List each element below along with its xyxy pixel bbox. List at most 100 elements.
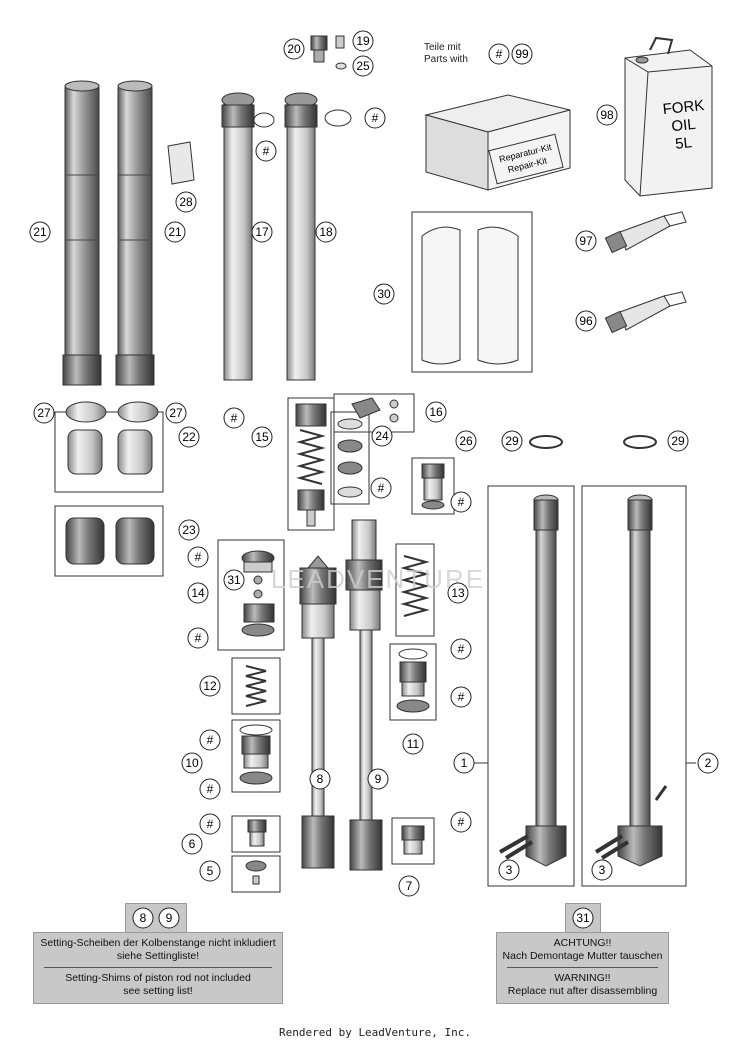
callout-hash-10b[interactable]: # <box>199 778 221 800</box>
svg-text:#: # <box>458 815 465 829</box>
svg-text:#: # <box>263 144 270 158</box>
callout-hash-10a[interactable]: # <box>199 729 221 751</box>
callout-hash-26[interactable]: # <box>450 491 472 513</box>
oil-can-text-1: FORK <box>662 97 705 118</box>
svg-text:16: 16 <box>429 405 443 419</box>
callout-27-left[interactable]: 27 <box>33 402 55 424</box>
callout-hash-14b[interactable]: # <box>187 627 209 649</box>
callout-11[interactable]: 11 <box>402 733 424 755</box>
svg-text:22: 22 <box>182 430 196 444</box>
svg-text:24: 24 <box>375 429 389 443</box>
callout-28[interactable]: 28 <box>175 191 197 213</box>
callout-hash-15[interactable]: # <box>223 407 245 429</box>
callout-21-right[interactable]: 21 <box>164 221 186 243</box>
callout-hash-14a[interactable]: # <box>187 546 209 568</box>
callout-7[interactable]: 7 <box>398 875 420 897</box>
outer-tube-left <box>62 80 102 386</box>
svg-text:2: 2 <box>705 756 712 770</box>
callout-22[interactable]: 22 <box>178 426 200 448</box>
svg-text:9: 9 <box>166 911 173 925</box>
fork-leg-right <box>594 494 668 867</box>
grease-tube-96 <box>604 291 687 334</box>
note-tag-right-icon: 31 <box>572 907 594 929</box>
callout-13[interactable]: 13 <box>447 582 469 604</box>
group-box-10 <box>231 719 281 793</box>
svg-text:9: 9 <box>375 772 382 786</box>
part-5 <box>245 860 267 885</box>
svg-text:#: # <box>378 481 385 495</box>
callout-15[interactable]: 15 <box>251 426 273 448</box>
note-right-en2: Replace nut after disassembling <box>507 985 658 997</box>
callout-3-right[interactable]: 3 <box>591 859 613 881</box>
callout-hash-17[interactable]: # <box>255 140 277 162</box>
group-box-26 <box>411 457 455 515</box>
callout-96[interactable]: 96 <box>575 310 597 332</box>
callout-12[interactable]: 12 <box>199 675 221 697</box>
callout-hash-6[interactable]: # <box>199 813 221 835</box>
callout-hash-11b[interactable]: # <box>450 686 472 708</box>
group-box-14 <box>217 539 285 651</box>
callout-18[interactable]: 18 <box>315 221 337 243</box>
callout-6[interactable]: 6 <box>181 833 203 855</box>
callout-8[interactable]: 8 <box>309 768 331 790</box>
callout-29-right[interactable]: 29 <box>667 430 689 452</box>
valve-set-11 <box>396 648 430 713</box>
svg-text:27: 27 <box>169 406 183 420</box>
callout-10[interactable]: 10 <box>181 752 203 774</box>
note-left-en1: Setting-Shims of piston rod not included <box>65 972 251 984</box>
svg-text:30: 30 <box>377 287 391 301</box>
callout-24[interactable]: 24 <box>371 425 393 447</box>
callout-16[interactable]: 16 <box>425 401 447 423</box>
oil-can-text-3: 5L <box>674 134 692 153</box>
group-box-13 <box>395 543 435 637</box>
svg-text:25: 25 <box>356 59 370 73</box>
callout-26[interactable]: 26 <box>455 430 477 452</box>
callout-hash-24[interactable]: # <box>370 477 392 499</box>
callout-25[interactable]: 25 <box>352 55 374 77</box>
callout-hash-18[interactable]: # <box>364 107 386 129</box>
svg-text:15: 15 <box>255 430 269 444</box>
callout-29-left[interactable]: 29 <box>501 430 523 452</box>
bushing-pair-22 <box>67 429 153 475</box>
callout-1[interactable]: 1 <box>453 752 475 774</box>
callout-hash-kit[interactable]: # <box>488 43 510 65</box>
svg-text:#: # <box>195 631 202 645</box>
callout-2[interactable]: 2 <box>697 752 719 774</box>
callout-97[interactable]: 97 <box>575 230 597 252</box>
callout-19[interactable]: 19 <box>352 30 374 52</box>
cartridge-15 <box>295 403 327 527</box>
kit-note-en: Parts with <box>424 54 468 65</box>
callout-21-left[interactable]: 21 <box>29 221 51 243</box>
callout-9[interactable]: 9 <box>367 768 389 790</box>
callout-23[interactable]: 23 <box>178 519 200 541</box>
callout-hash-7[interactable]: # <box>450 811 472 833</box>
callout-99[interactable]: 99 <box>511 43 533 65</box>
svg-text:11: 11 <box>407 737 420 751</box>
svg-text:23: 23 <box>182 523 196 537</box>
watermark: LEADVENTURE <box>271 564 485 594</box>
callout-14[interactable]: 14 <box>187 582 209 604</box>
spring-13 <box>400 555 430 617</box>
group-box-5 <box>231 855 281 893</box>
callout-20[interactable]: 20 <box>283 38 305 60</box>
callout-98[interactable]: 98 <box>596 104 618 126</box>
callout-27-right[interactable]: 27 <box>165 402 187 424</box>
callout-31[interactable]: 31 <box>223 569 245 591</box>
svg-text:8: 8 <box>140 911 147 925</box>
svg-text:7: 7 <box>406 879 413 893</box>
footer-credit: Rendered by LeadVenture, Inc. <box>278 1026 472 1039</box>
callout-30[interactable]: 30 <box>373 283 395 305</box>
callout-5[interactable]: 5 <box>199 860 221 882</box>
callout-3-left[interactable]: 3 <box>498 859 520 881</box>
callout-17[interactable]: 17 <box>251 221 273 243</box>
seal-set-23 <box>65 517 155 565</box>
group-box-11 <box>389 643 437 721</box>
svg-text:#: # <box>458 642 465 656</box>
nut-27-left <box>65 401 107 423</box>
callout-hash-11a[interactable]: # <box>450 638 472 660</box>
svg-text:96: 96 <box>579 314 593 328</box>
note-left: Setting-Scheiben der Kolbenstange nicht … <box>33 932 283 1004</box>
svg-text:98: 98 <box>600 108 614 122</box>
svg-text:3: 3 <box>506 863 513 877</box>
